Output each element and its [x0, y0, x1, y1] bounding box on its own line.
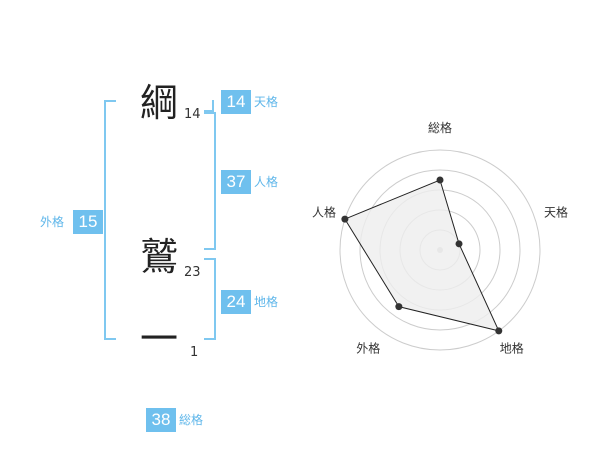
- soukaku-value: 38: [146, 408, 176, 432]
- jinkaku-bracket: [204, 112, 216, 250]
- jinkaku-value: 37: [221, 170, 251, 194]
- radar-axis-label: 天格: [544, 204, 568, 219]
- tenkaku-bracket: [204, 100, 214, 112]
- radar-ring: [359, 169, 521, 331]
- radar-point: [436, 176, 444, 184]
- jinkaku-label: 人格: [254, 175, 279, 189]
- radar-area: [344, 179, 500, 332]
- kanji-1: 綱: [140, 81, 179, 125]
- gaikaku-bracket: [104, 100, 116, 340]
- radar-points: [341, 176, 503, 335]
- kanji-2: 鷲: [140, 235, 179, 279]
- radar-axis-label: 人格: [312, 204, 336, 219]
- chikaku-label: 地格: [254, 295, 279, 309]
- radar-axis-label: 総格: [428, 120, 452, 135]
- radar-point: [455, 240, 463, 248]
- radar-point: [341, 215, 349, 223]
- tenkaku-label: 天格: [254, 95, 279, 109]
- gaikaku-value: 15: [73, 210, 103, 234]
- chikaku-value: 24: [221, 290, 251, 314]
- radar-point: [495, 327, 503, 335]
- radar-axis-label: 地格: [500, 341, 524, 356]
- soukaku-label: 総格: [179, 413, 204, 427]
- radar-ring: [339, 149, 541, 351]
- gaikaku-label: 外格: [40, 215, 65, 229]
- stroke-count-2: 23: [184, 265, 201, 280]
- radar-point: [395, 303, 403, 311]
- radar-axis-label: 外格: [356, 341, 380, 356]
- stroke-count-1: 14: [184, 107, 201, 122]
- tenkaku-value: 14: [221, 90, 251, 114]
- stroke-count-3: 1: [190, 345, 199, 360]
- kanji-3: 一: [140, 317, 179, 361]
- chikaku-bracket: [204, 258, 216, 340]
